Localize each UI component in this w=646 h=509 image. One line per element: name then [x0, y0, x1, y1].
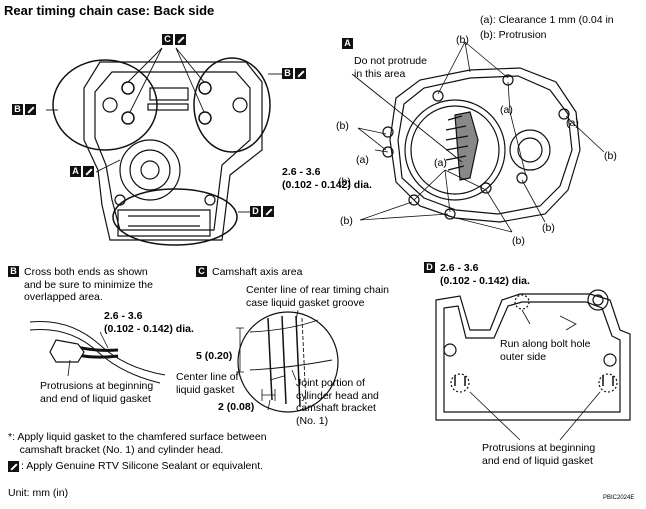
panel-d-dim: 2.6 - 3.6 (0.102 - 0.142) dia. [440, 262, 530, 287]
sealant-pen-icon [8, 460, 19, 472]
panel-b-desc: Cross both ends as shown and be sure to … [24, 266, 153, 303]
tag-a-left: A [70, 166, 94, 177]
panel-c-header: C [196, 266, 207, 277]
panel-d-bolt: Run along bolt hole outer side [500, 338, 591, 363]
section-d-letter: D [250, 206, 261, 217]
section-d-letter: D [424, 262, 435, 273]
panel-a-note: Do not protrude in this area [354, 55, 427, 80]
panel-a-label-a3: (a) [356, 154, 369, 166]
sealant-pen-icon [83, 166, 94, 177]
panel-c-drawing [236, 309, 339, 413]
panel-c-joint: Joint portion of cylinder head and camsh… [296, 377, 379, 427]
panel-a-label-b3: (b) [338, 176, 351, 188]
panel-a-label-b2: (b) [336, 120, 349, 132]
panel-b-dim: 2.6 - 3.6 (0.102 - 0.142) dia. [104, 310, 194, 335]
panel-a-cover [351, 67, 581, 223]
section-b-letter: B [8, 266, 19, 277]
panel-a-label-b6: (b) [512, 235, 525, 247]
panel-a-label-a1: (a) [500, 104, 513, 116]
legend-a: (a): Clearance 1 mm (0.04 in [480, 14, 614, 26]
tag-c-top: C [162, 34, 186, 45]
panel-a-label-a4: (a) [434, 157, 447, 169]
panel-a-label-b5: (b) [340, 215, 353, 227]
panel-c-dim5: 5 (0.20) [196, 350, 233, 362]
sealant-pen-icon [295, 68, 306, 79]
tag-b-left: B [12, 104, 36, 115]
tag-d: D [250, 206, 274, 217]
section-a-letter: A [342, 38, 353, 49]
section-c-letter: C [196, 266, 207, 277]
region-b-left [52, 59, 158, 151]
panel-a-label-b1: (b) [456, 34, 469, 46]
panel-b-protrusion: Protrusions at beginning and end of liqu… [40, 380, 154, 405]
sealant-pen-icon [263, 206, 274, 217]
tag-b-right: B [282, 68, 306, 79]
panel-c-title: Camshaft axis area [212, 266, 303, 278]
panel-b-drawing [29, 320, 166, 384]
page-title: Rear timing chain case: Back side [4, 3, 215, 18]
note-unit: Unit: mm (in) [8, 487, 69, 499]
panel-a-label-b7: (b) [542, 222, 555, 234]
panel-a-header: A [342, 38, 353, 49]
panel-b-header: B [8, 266, 19, 277]
timing-case-overview [83, 61, 263, 241]
panel-a-label-b4: (b) [604, 150, 617, 162]
panel-a-dim: 2.6 - 3.6 (0.102 - 0.142) dia. [282, 166, 372, 191]
region-b-right [193, 57, 271, 153]
panel-d-drawing [435, 289, 631, 441]
legend-b: (b): Protrusion [480, 29, 547, 41]
note-rtv-row: : Apply Genuine RTV Silicone Sealant or … [8, 460, 263, 473]
section-b-letter: B [282, 68, 293, 79]
section-a-letter: A [70, 166, 81, 177]
panel-d-header: D [424, 262, 435, 273]
figure-code: PBIC2024E [603, 495, 635, 501]
panel-a-label-a2: (a) [566, 117, 579, 129]
section-b-letter: B [12, 104, 23, 115]
panel-c-center-groove: Center line of rear timing chain case li… [246, 284, 389, 309]
panel-c-center-gasket: Center line of liquid gasket [176, 371, 239, 396]
note-rtv: : Apply Genuine RTV Silicone Sealant or … [21, 460, 264, 472]
panel-c-dim2: 2 (0.08) [218, 401, 255, 413]
sealant-pen-icon [175, 34, 186, 45]
note-asterisk: *: Apply liquid gasket to the chamfered … [8, 431, 267, 456]
sealant-pen-icon [25, 104, 36, 115]
section-c-letter: C [162, 34, 173, 45]
panel-a-leaders [357, 41, 605, 233]
panel-d-protrusion: Protrusions at beginning and end of liqu… [482, 442, 596, 467]
region-d [112, 188, 238, 246]
